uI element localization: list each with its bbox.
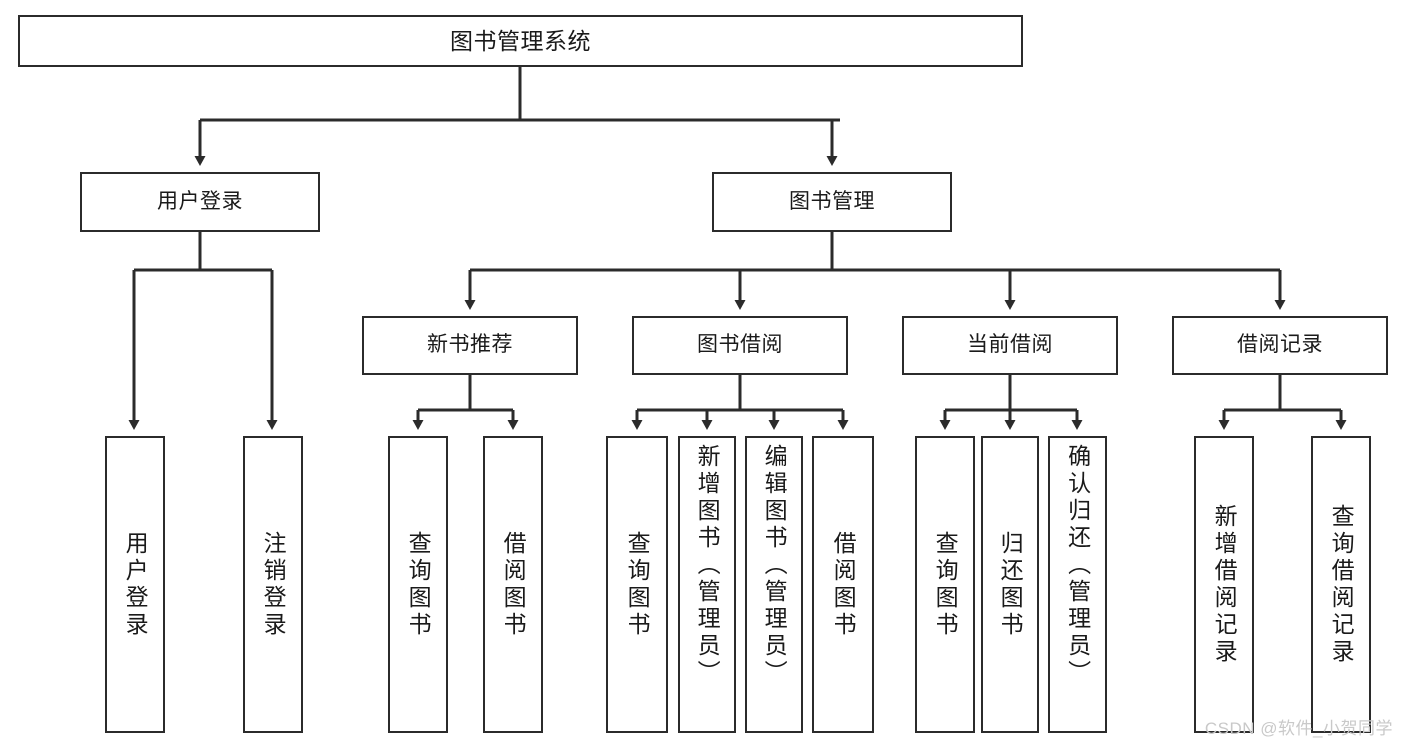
leaf-add-book-admin[interactable]: 新增图书（管理员） — [678, 436, 736, 733]
node-label: 确认归还（管理员） — [1064, 444, 1091, 687]
node-label: 用户登录 — [157, 189, 243, 213]
node-current-borrow[interactable]: 当前借阅 — [902, 316, 1118, 375]
node-label: 图书借阅 — [697, 333, 783, 357]
node-borrow-record[interactable]: 借阅记录 — [1172, 316, 1388, 375]
leaf-user-login[interactable]: 用户登录 — [105, 436, 165, 733]
leaf-edit-book-admin[interactable]: 编辑图书（管理员） — [745, 436, 803, 733]
node-label: 归还图书 — [997, 530, 1024, 639]
node-label: 借阅图书 — [500, 530, 527, 639]
node-label: 编辑图书（管理员） — [761, 444, 788, 687]
node-label: 新书推荐 — [427, 333, 513, 357]
node-label: 查询借阅记录 — [1328, 503, 1355, 666]
node-label: 查询图书 — [932, 530, 959, 639]
watermark: CSDN @软件_小贺同学 — [1204, 719, 1393, 738]
node-label: 当前借阅 — [967, 333, 1053, 357]
node-root-system[interactable]: 图书管理系统 — [18, 15, 1023, 67]
node-label: 借阅记录 — [1237, 333, 1323, 357]
node-label: 新增借阅记录 — [1211, 503, 1238, 666]
node-label: 用户登录 — [122, 530, 149, 639]
node-label: 注销登录 — [260, 530, 287, 639]
leaf-add-borrow-record[interactable]: 新增借阅记录 — [1194, 436, 1254, 733]
node-label: 图书管理系统 — [450, 27, 591, 54]
leaf-confirm-return-admin[interactable]: 确认归还（管理员） — [1048, 436, 1107, 733]
leaf-user-logout[interactable]: 注销登录 — [243, 436, 303, 733]
leaf-query-book-borrow[interactable]: 查询图书 — [606, 436, 668, 733]
leaf-query-borrow-record[interactable]: 查询借阅记录 — [1311, 436, 1371, 733]
node-label: 查询图书 — [624, 530, 651, 639]
node-new-book-recommend[interactable]: 新书推荐 — [362, 316, 578, 375]
leaf-borrow-book[interactable]: 借阅图书 — [812, 436, 874, 733]
node-label: 图书管理 — [789, 189, 875, 213]
node-label: 新增图书（管理员） — [694, 444, 721, 687]
node-book-borrow[interactable]: 图书借阅 — [632, 316, 848, 375]
leaf-borrow-book-recommend[interactable]: 借阅图书 — [483, 436, 543, 733]
node-book-management[interactable]: 图书管理 — [712, 172, 952, 232]
node-user-login[interactable]: 用户登录 — [80, 172, 320, 232]
node-label: 查询图书 — [405, 530, 432, 639]
node-label: 借阅图书 — [830, 530, 857, 639]
leaf-return-book[interactable]: 归还图书 — [981, 436, 1039, 733]
leaf-query-book-recommend[interactable]: 查询图书 — [388, 436, 448, 733]
leaf-query-book-current[interactable]: 查询图书 — [915, 436, 975, 733]
